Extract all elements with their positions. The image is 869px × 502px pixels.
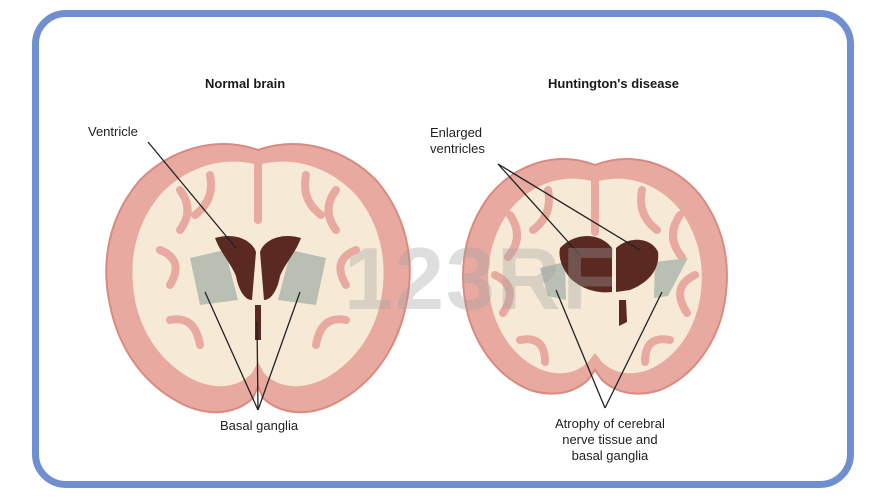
watermark: 123RF [344,228,618,330]
label-enlarged-line2: ventricles [430,141,485,157]
label-basal-ganglia: Basal ganglia [220,418,298,434]
title-huntingtons-disease: Huntington's disease [548,76,679,91]
huntington-third-ventricle [619,300,627,326]
label-enlarged-ventricles: Enlarged ventricles [430,125,485,157]
normal-third-ventricle [255,305,261,340]
label-enlarged-line1: Enlarged [430,125,485,141]
label-atrophy: Atrophy of cerebral nerve tissue and bas… [555,416,665,464]
label-ventricle: Ventricle [88,124,138,140]
label-atrophy-line3: basal ganglia [555,448,665,464]
title-normal-brain: Normal brain [205,76,285,91]
label-atrophy-line1: Atrophy of cerebral [555,416,665,432]
label-atrophy-line2: nerve tissue and [555,432,665,448]
